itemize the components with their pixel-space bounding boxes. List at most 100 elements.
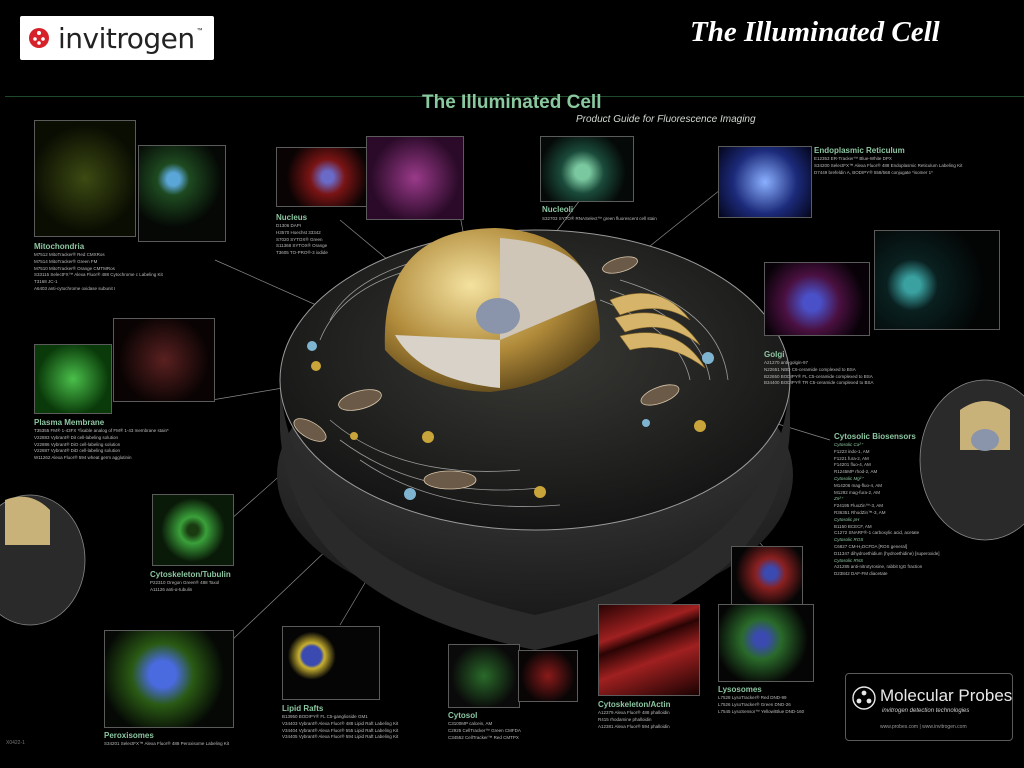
peroxisomes-title: Peroxisomes [104, 731, 154, 740]
actin-image [598, 604, 700, 696]
poster-subtitle: Product Guide for Fluorescence Imaging [576, 114, 756, 125]
tubulin-image [152, 494, 234, 566]
product-item: C6827 CM-H₂DCFDA [ROS general] [834, 543, 908, 549]
plasma-membrane-list: T35355 FM® 1-43FX *fixable analog of FM®… [34, 428, 169, 462]
nucleoli-list: S32703 SYTO® RNASelect™ green fluorescen… [542, 216, 657, 223]
er-title: Endoplasmic Reticulum [814, 146, 905, 155]
cytosolic-biosensors-title: Cytosolic Biosensors [834, 432, 916, 441]
product-item: A21270 anti-golgin-97 [764, 360, 809, 365]
product-item: C1272 SNARF®-1 carboxylic acid, acetate [834, 530, 920, 536]
product-item: V34405 Vybrant® Alexa Fluor® 594 Lipid R… [282, 734, 399, 740]
peroxisomes-list: S34201 SelectFX™ Alexa Fluor® 488 Peroxi… [104, 741, 229, 748]
product-item: M7514 MitoTracker® Green FM [34, 258, 98, 264]
mitochondria-image-2 [138, 145, 226, 242]
lipid-rafts-title: Lipid Rafts [282, 704, 324, 713]
product-item: A21285 anti-nitrotyrosine, rabbit IgG fr… [834, 564, 923, 570]
product-item: T3605 TO-PRO®-3 iodide [276, 250, 328, 256]
logo-text: invitrogen [58, 21, 195, 55]
product-item: M1292 mag-fura-2, AM [834, 489, 881, 495]
product-item: S11368 SYTOX® Orange [276, 243, 328, 249]
nucleoli-title: Nucleoli [542, 205, 574, 214]
product-item: C34552 CellTracker™ Red CMTPX [448, 734, 519, 740]
nucleoli-image [540, 136, 634, 202]
product-item: F1223 indo-1, AM [834, 448, 870, 454]
invitrogen-logo-mark-icon [29, 28, 49, 48]
product-item: A11126 anti-α-tubulin [150, 586, 193, 592]
product-item: D7449 brefeldin A, BODIPY® 558/568 conju… [814, 169, 933, 175]
logo-trademark: ™ [196, 28, 203, 34]
product-item: B13950 BODIPY® FL C5-ganglioside GM1 [282, 714, 368, 719]
product-item: A12379 Alexa Fluor® 488 phalloidin [598, 710, 670, 715]
product-item: D11347 dihydroethidium (hydroethidine) [… [834, 550, 940, 556]
product-item: B1150 BCECF, AM [834, 523, 872, 529]
cytosol-image-1 [448, 644, 520, 708]
golgi-image-2 [874, 230, 1000, 330]
molecular-probes-logo-box [845, 673, 1013, 741]
product-item: A6403 anti-cytochrome oxidase subunit I [34, 285, 116, 291]
molecular-probes-tagline: invitrogen detection technologies [882, 708, 970, 714]
product-item: S33115 SelectFX™ Alexa Fluor® 488 Cytoch… [34, 272, 163, 278]
golgi-title: Golgi [764, 350, 785, 359]
product-item: A12381 Alexa Fluor® 594 phalloidin [598, 723, 670, 729]
lysosomes-image-2 [718, 604, 814, 682]
product-item: L7528 LysoTracker® Red DND-99 [718, 695, 787, 700]
product-item: W11262 Alexa Fluor® 594 wheat germ agglu… [34, 455, 132, 461]
product-item: V34404 Vybrant® Alexa Fluor® 555 Lipid R… [282, 727, 399, 733]
group-heading: Cytosolic RNS [834, 557, 864, 563]
product-item: B34400 BODIPY® TR C5-ceramide complexed … [764, 380, 874, 386]
footer-code: X0422-1 [6, 740, 25, 746]
nucleus-image-1 [276, 147, 370, 207]
product-item: F24195 FluoZin™-3, AM [834, 503, 884, 509]
plasma-membrane-image-1 [34, 344, 112, 414]
invitrogen-logo: invitrogen ™ [20, 16, 214, 60]
product-item: L7545 LysoSensor™ Yellow/Blue DND-160 [718, 708, 805, 714]
product-item: R1245MP rhod-2, AM [834, 469, 878, 475]
product-item: C3100MP calcein, AM [448, 721, 493, 726]
product-item: M7510 MitoTracker® Orange CMTMRos [34, 265, 115, 271]
group-heading: Zn²⁺ [834, 496, 844, 502]
mitochondria-image-1 [34, 120, 136, 237]
group-heading: Cytosolic Mg²⁺ [834, 475, 864, 481]
lysosomes-image-1 [731, 546, 803, 606]
product-item: D23842 DAF-FM diacetate [834, 571, 888, 577]
product-item: H3570 Hoechst 33342 [276, 229, 321, 235]
product-item: T35355 FM® 1-43FX *fixable analog of FM®… [34, 428, 169, 433]
product-item: C2925 CellTracker™ Green CMFDA [448, 727, 521, 733]
group-heading: Cytosolic ROS [834, 537, 864, 543]
product-item: M7512 MitoTracker® Red CMXRos [34, 252, 105, 257]
product-item: E12353 ER-Tracker™ Blue-White DPX [814, 156, 892, 161]
product-item: L7526 LysoTracker® Green DND-26 [718, 701, 791, 707]
product-item: B22650 BODIPY® FL C5-ceramide complexed … [764, 373, 873, 379]
molecular-probes-urls: www.probes.com | www.invitrogen.com [880, 724, 967, 730]
nucleus-image-2 [366, 136, 464, 220]
product-item: F1221 fura-2, AM [834, 455, 869, 461]
plasma-membrane-image-2 [113, 318, 215, 402]
product-item: V22887 Vybrant® DiD cell-labeling soluti… [34, 448, 120, 454]
product-item: D1306 DAPI [276, 223, 302, 228]
product-item: N22651 NBD C6-ceramide complexed to BSA [764, 366, 856, 372]
er-image [718, 146, 812, 218]
product-item: M14206 mag-fluo-4, AM [834, 482, 883, 488]
cytosol-title: Cytosol [448, 711, 478, 720]
product-item: F14201 fluo-4, AM [834, 462, 871, 468]
product-item: R36351 RhodZin™-3, AM [834, 509, 886, 515]
group-heading: Cytosolic Ca²⁺ [834, 442, 864, 447]
product-item: S34200 SelectFX™ Alexa Fluor® 488 Endopl… [814, 162, 963, 168]
peroxisomes-image [104, 630, 234, 728]
slide-title: The Illuminated Cell [690, 16, 940, 48]
molecular-probes-mark-icon [852, 686, 876, 710]
partial-cell-left [0, 494, 86, 626]
product-item: V22883 Vybrant® DiI cell-labeling soluti… [34, 434, 118, 440]
lipid-rafts-image [282, 626, 380, 700]
product-item: P22310 Oregon Green® 488 Taxol [150, 580, 220, 585]
product-item: S32703 SYTO® RNASelect™ green fluorescen… [542, 216, 657, 221]
